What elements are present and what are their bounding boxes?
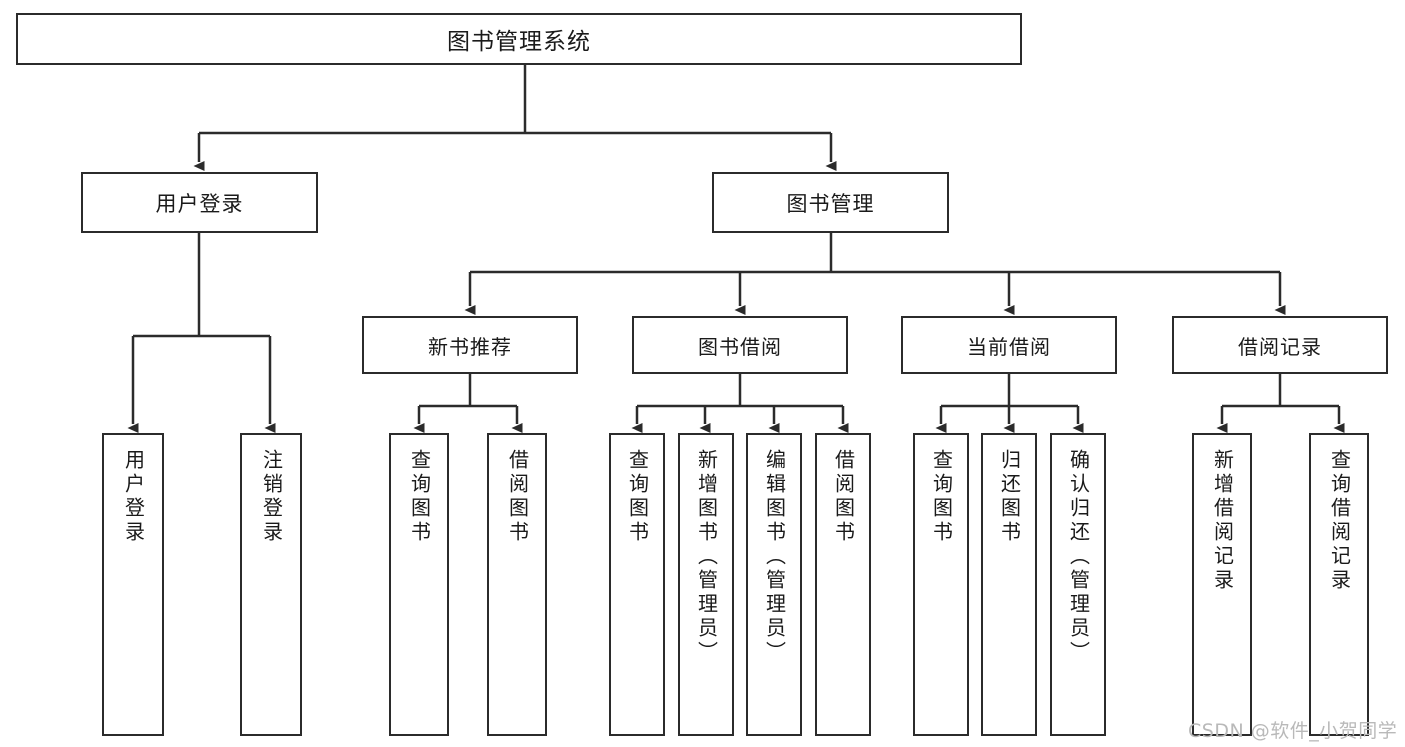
node-label: 归还图书: [997, 449, 1022, 545]
node-label: 用户登录: [155, 191, 244, 216]
csdn-watermark: CSDN @软件_小贺同学: [1188, 720, 1398, 742]
node-label: 查询图书: [625, 449, 650, 545]
leaf-add-book[interactable]: 新增图书（管理员）: [678, 433, 734, 736]
node-label: 注销登录: [259, 449, 284, 545]
node-book-borrow[interactable]: 图书借阅: [632, 316, 848, 374]
leaf-confirm-return[interactable]: 确认归还（管理员）: [1050, 433, 1106, 736]
node-label: 查询借阅记录: [1327, 449, 1352, 593]
node-label: 新增借阅记录: [1210, 449, 1235, 593]
node-label: 查询图书: [407, 449, 432, 545]
node-label: 当前借阅: [967, 334, 1051, 359]
leaf-user-logout[interactable]: 注销登录: [240, 433, 302, 736]
node-root-book-management-system[interactable]: 图书管理系统: [16, 13, 1022, 65]
node-label: 用户登录: [121, 449, 146, 545]
node-current-borrow[interactable]: 当前借阅: [901, 316, 1117, 374]
node-label: 新书推荐: [428, 334, 512, 359]
leaf-return-book[interactable]: 归还图书: [981, 433, 1037, 736]
node-label: 新增图书（管理员）: [694, 449, 719, 665]
leaf-query-record[interactable]: 查询借阅记录: [1309, 433, 1369, 736]
leaf-query-book-1[interactable]: 查询图书: [389, 433, 449, 736]
leaf-user-login[interactable]: 用户登录: [102, 433, 164, 736]
node-label: 图书借阅: [698, 334, 782, 359]
node-borrow-record[interactable]: 借阅记录: [1172, 316, 1388, 374]
node-label: 借阅图书: [831, 449, 856, 545]
node-label: 查询图书: [929, 449, 954, 545]
leaf-edit-book[interactable]: 编辑图书（管理员）: [746, 433, 802, 736]
node-label: 确认归还（管理员）: [1066, 449, 1091, 665]
node-label: 图书管理系统: [447, 29, 591, 55]
leaf-borrow-book-1[interactable]: 借阅图书: [487, 433, 547, 736]
node-user-login[interactable]: 用户登录: [81, 172, 318, 233]
leaf-borrow-book-2[interactable]: 借阅图书: [815, 433, 871, 736]
node-new-book-recommend[interactable]: 新书推荐: [362, 316, 578, 374]
leaf-query-book-3[interactable]: 查询图书: [913, 433, 969, 736]
node-label: 编辑图书（管理员）: [762, 449, 787, 665]
leaf-query-book-2[interactable]: 查询图书: [609, 433, 665, 736]
node-label: 图书管理: [786, 191, 875, 216]
node-label: 借阅记录: [1238, 334, 1322, 359]
leaf-add-record[interactable]: 新增借阅记录: [1192, 433, 1252, 736]
node-label: 借阅图书: [505, 449, 530, 545]
node-book-manage[interactable]: 图书管理: [712, 172, 949, 233]
